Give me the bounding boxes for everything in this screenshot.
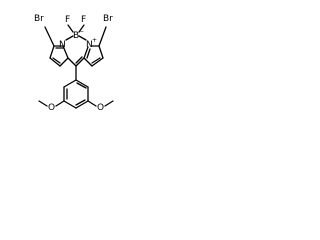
bond-ph-1-2	[75, 79, 89, 88]
bond-c6-c7-double	[91, 57, 101, 64]
bond-b-f-left	[67, 24, 74, 33]
bond-o-ch3-right	[104, 100, 114, 107]
bond-ph-4-5	[63, 100, 77, 109]
bond-ph-o-right	[87, 100, 97, 107]
charge-nitrogen: +	[92, 37, 97, 44]
bond-c1-c2	[49, 45, 55, 59]
bond-b-n2	[78, 35, 87, 41]
bond-o-ch3-left	[38, 100, 48, 107]
bond-ph-o-left	[55, 100, 65, 107]
bond-c1-br-left	[44, 26, 55, 47]
bond-ph-6-1	[63, 79, 77, 88]
bond-c4-meso	[67, 57, 77, 67]
charge-boron: −	[79, 28, 84, 35]
atom-b-center: B	[73, 31, 79, 41]
bond-ph-double-b	[75, 99, 86, 106]
atom-f-right: F	[81, 15, 86, 25]
bond-c2-c3	[49, 57, 61, 67]
bond-c5-br-right	[98, 26, 107, 47]
bond-meso-c8-double	[75, 56, 83, 64]
bond-c8-n2	[83, 46, 89, 59]
bond-n1-b	[65, 35, 74, 41]
bond-c8-n2-double	[86, 48, 91, 59]
bonds	[38, 24, 114, 109]
atom-labels: Br F F Br N B − N + O O	[34, 14, 113, 113]
bond-c2-c3-double	[52, 57, 61, 64]
atom-br-left: Br	[34, 14, 44, 24]
bond-b-f-right	[78, 24, 85, 33]
bond-ph-double-a	[76, 82, 87, 89]
bond-c7-c8	[83, 57, 93, 67]
atom-f-left: F	[65, 15, 70, 25]
bond-meso-c8	[75, 57, 85, 67]
atom-n-left: N	[59, 40, 66, 50]
atom-o-left: O	[48, 103, 55, 113]
bond-c3-c4	[59, 57, 69, 67]
atom-n-right: N	[86, 40, 93, 50]
bond-c5-c6	[98, 45, 104, 59]
atom-br-right: Br	[103, 14, 113, 24]
atom-o-right: O	[97, 103, 104, 113]
bond-ph-3-4	[75, 100, 89, 109]
bond-c6-c7	[91, 57, 104, 67]
chemical-structure-diagram: Br F F Br N B − N + O O	[34, 14, 114, 113]
